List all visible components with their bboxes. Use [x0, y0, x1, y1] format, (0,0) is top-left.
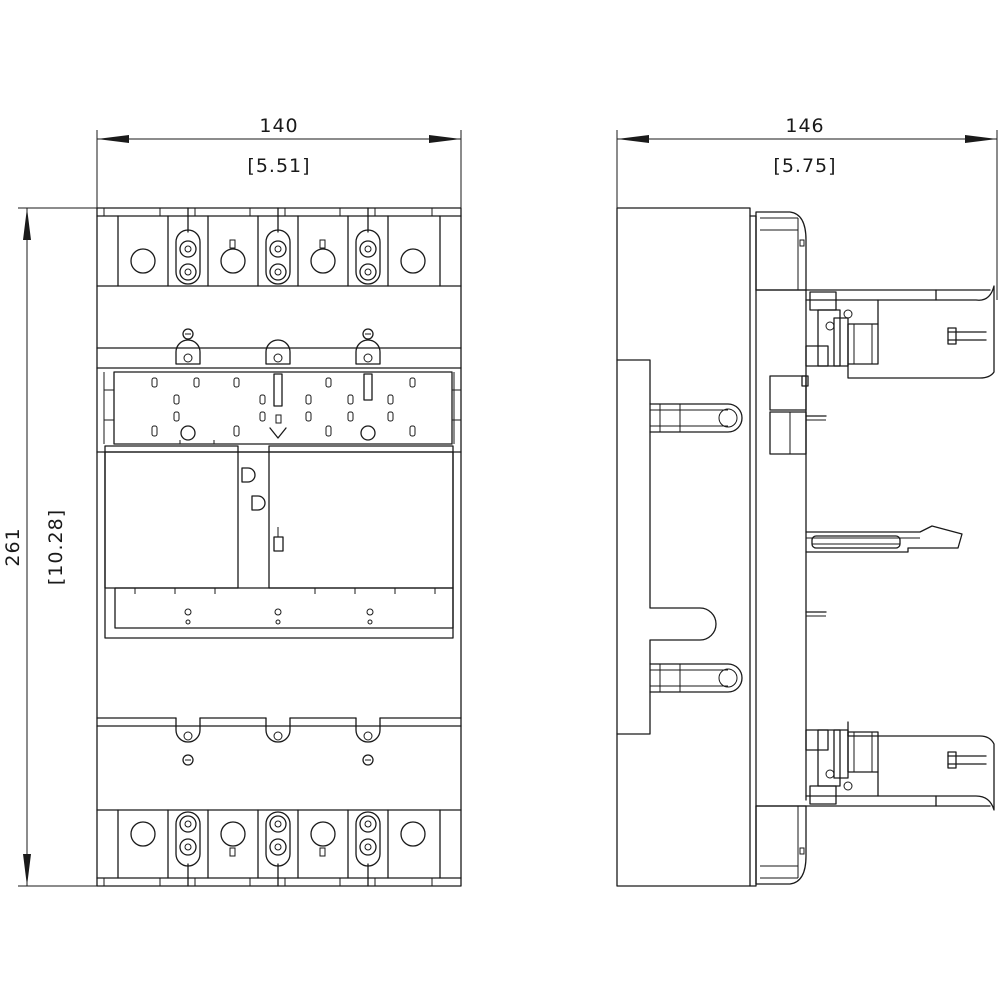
side-upper-contact — [805, 285, 995, 379]
side-depth-dimension: 146 [5.75] — [616, 115, 998, 300]
top-terminal-block — [96, 207, 462, 369]
front-windows — [96, 445, 462, 639]
side-middle-connector — [769, 375, 827, 455]
front-view: 140 [5.51] 261 [10.28] — [2, 115, 462, 887]
side-lower-contact — [755, 721, 995, 811]
side-depth-mm: 146 — [785, 115, 824, 137]
side-base-profile — [616, 207, 757, 887]
side-view: 146 [5.75] — [616, 115, 998, 887]
side-middle-rail — [805, 525, 963, 553]
bottom-terminal-block — [96, 717, 462, 887]
side-depth-in: [5.75] — [773, 155, 836, 177]
front-height-mm: 261 — [2, 527, 24, 566]
side-lower-housing — [755, 805, 807, 885]
front-height-in: [10.28] — [45, 509, 67, 585]
front-width-dimension: 140 [5.51] — [96, 115, 462, 208]
upper-cover-plate — [103, 371, 461, 445]
front-width-in: [5.51] — [247, 155, 310, 177]
front-width-mm: 140 — [259, 115, 298, 137]
front-height-dimension: 261 [10.28] — [2, 207, 97, 887]
side-upper-housing — [755, 211, 991, 801]
